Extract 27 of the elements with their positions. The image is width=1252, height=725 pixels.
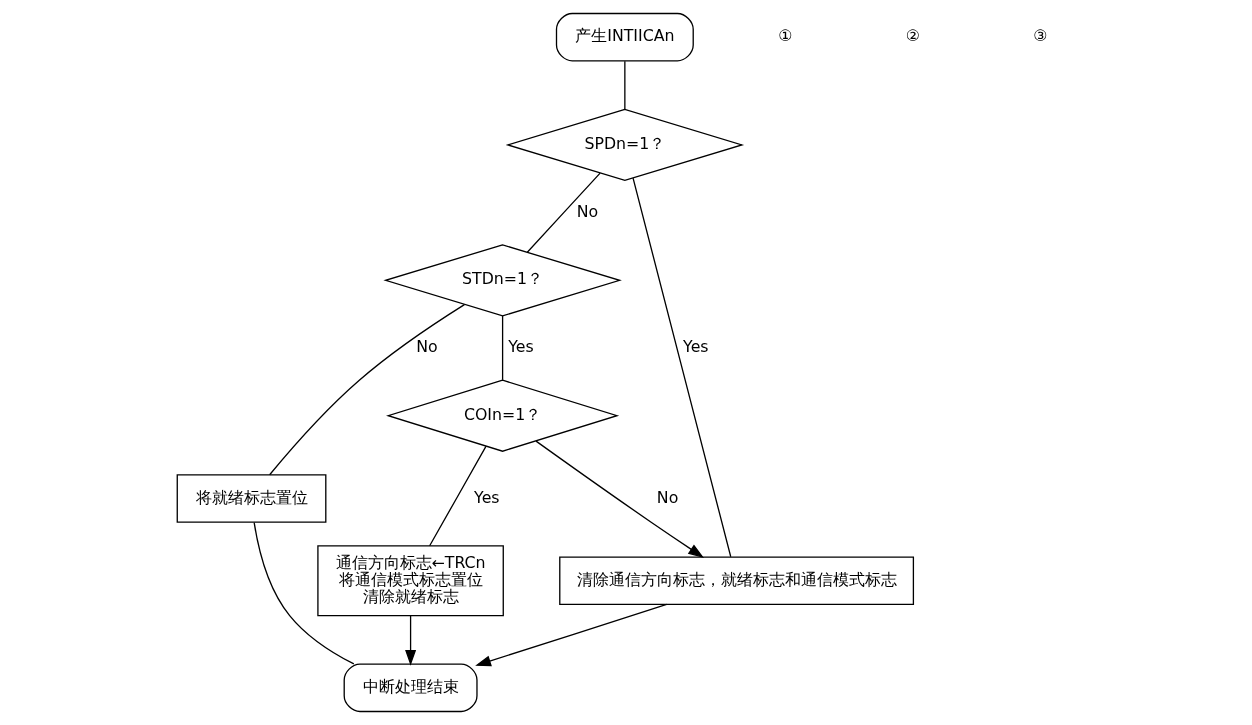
label: ① [777,26,792,46]
node-diamond: SPDn=1？ [505,108,744,182]
edge-label: Yes [507,337,534,357]
connector [428,445,487,547]
node-box: 将就绪标志置位 [176,474,326,523]
node-box: 清除通信方向标志，就绪标志和通信模式标志 [558,556,914,606]
node-box: 中断处理结束 [343,663,478,713]
connector [631,177,731,558]
arrow [404,615,416,666]
connector [501,315,503,381]
node-box: 产生INTIICAn [555,12,694,62]
edge-label: No [656,487,678,507]
edge-label: Yes [473,487,500,507]
label: ③ [1032,26,1047,46]
connector [253,521,355,665]
node-diamond: STDn=1？ [382,244,622,317]
node-diamond: COIn=1？ [385,379,619,452]
connector [623,60,625,110]
arrow [534,440,704,558]
edge-label: No [415,337,438,357]
arrow [474,603,667,667]
node-box: 通信方向标志←TRCn 将通信模式标志置位 清除就绪标志 [316,545,504,617]
connector [526,172,601,253]
connector [268,303,465,476]
edge-label: Yes [682,337,709,357]
edge-label: No [576,201,598,221]
label: ② [905,26,920,46]
